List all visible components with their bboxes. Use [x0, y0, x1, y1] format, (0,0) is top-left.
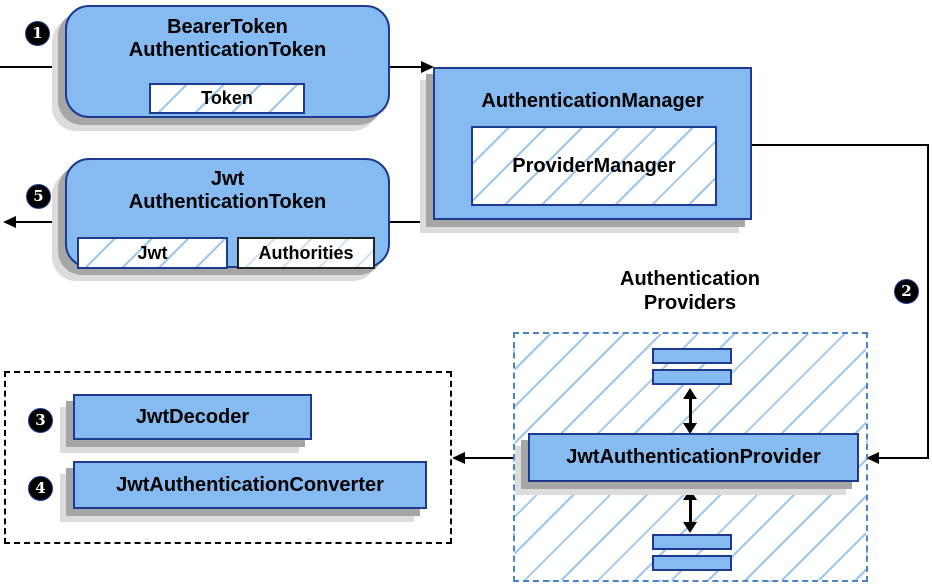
connector-provider-to-decoder [462, 457, 529, 459]
connector-bearer-to-manager [389, 66, 422, 68]
title-line1: BearerToken [167, 16, 288, 38]
node-title: Jwt AuthenticationToken [67, 168, 388, 214]
authentication-providers-label: Authentication Providers [590, 267, 790, 315]
double-arrow-icon [683, 489, 697, 533]
field-token: Token [149, 83, 305, 114]
badge-number: 3 [35, 411, 46, 429]
arrowhead-left-icon [3, 216, 16, 228]
jwt-decoder-label: JwtDecoder [135, 405, 250, 428]
field-jwt: Jwt [77, 237, 228, 269]
arrowhead-right-icon [421, 61, 434, 73]
node-jwt-authentication-converter: JwtAuthenticationConverter [73, 461, 427, 509]
field-authorities-label: Authorities [258, 242, 354, 263]
field-jwt-label: Jwt [137, 242, 168, 263]
jwt-authentication-converter-label: JwtAuthenticationConverter [116, 473, 384, 496]
title-line2: AuthenticationToken [128, 39, 327, 61]
step-badge-5: 5 [26, 184, 51, 209]
double-arrow-icon [683, 388, 697, 434]
node-jwt-authentication-token: Jwt AuthenticationToken Jwt Authorities [65, 158, 390, 269]
title-line2: AuthenticationToken [128, 191, 327, 213]
jwt-authentication-provider-label: JwtAuthenticationProvider [566, 446, 821, 468]
node-jwt-authentication-provider: JwtAuthenticationProvider [528, 433, 859, 482]
connector-manager-to-provider-side [927, 144, 929, 459]
node-bearer-token-authentication-token: BearerToken AuthenticationToken Token [65, 5, 390, 118]
node-title: BearerToken AuthenticationToken [67, 16, 388, 62]
connector-manager-to-provider-top [751, 144, 929, 146]
step-badge-1: 1 [25, 21, 50, 46]
authentication-manager-title: AuthenticationManager [481, 90, 704, 112]
title-line1: Jwt [210, 168, 245, 190]
node-jwt-decoder: JwtDecoder [73, 394, 312, 440]
provider-placeholder-bar [652, 348, 732, 364]
badge-number: 5 [33, 187, 44, 205]
badge-number: 2 [901, 282, 912, 300]
badge-number: 1 [32, 24, 43, 42]
arrowhead-left-icon [452, 452, 465, 464]
step-badge-4: 4 [28, 476, 53, 501]
step-badge-2: 2 [894, 279, 919, 304]
step-badge-3: 3 [28, 408, 53, 433]
connector-incoming-request [0, 66, 66, 68]
arrowhead-left-icon [866, 452, 879, 464]
provider-placeholder-bar [652, 369, 732, 385]
connector-manager-to-provider-bottom [877, 457, 929, 459]
connector-manager-to-jwt-token [389, 221, 434, 223]
label-line1: Authentication [620, 268, 760, 290]
field-provider-manager: ProviderManager [471, 126, 717, 206]
node-authentication-manager: AuthenticationManager ProviderManager [433, 67, 752, 220]
label-line2: Providers [643, 292, 737, 314]
provider-placeholder-bar [652, 555, 732, 571]
field-token-label: Token [201, 88, 253, 108]
provider-placeholder-bar [652, 534, 732, 550]
provider-manager-label: ProviderManager [512, 154, 676, 177]
field-authorities: Authorities [237, 237, 375, 269]
connector-jwt-token-out [14, 221, 66, 223]
badge-number: 4 [35, 479, 46, 497]
